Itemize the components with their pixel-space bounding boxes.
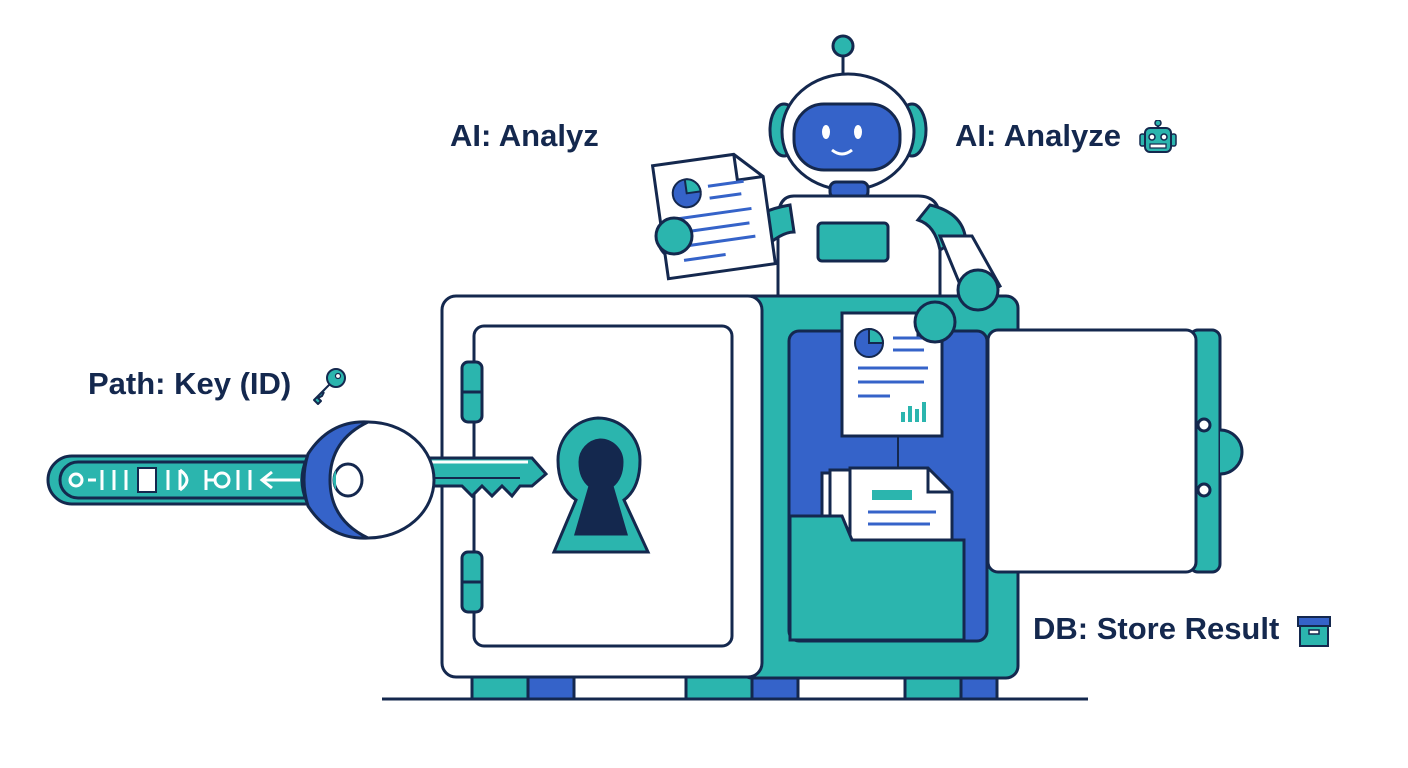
label-ai-analyze-left-text: AI: Analyz	[450, 118, 599, 153]
key-icon	[312, 368, 346, 405]
label-path-key-text: Path: Key (ID)	[88, 366, 292, 402]
stacked-papers	[820, 466, 954, 545]
label-ai-analyze-left: AI: Analyz	[450, 118, 599, 154]
label-db-store-result: DB: Store Result	[1033, 611, 1332, 649]
folder-icon	[788, 514, 966, 642]
robot-icon	[1138, 119, 1177, 153]
label-path-key: Path: Key (ID)	[88, 366, 348, 406]
archive-box-icon	[1296, 615, 1331, 647]
label-ai-analyze-right: AI: Analyze	[955, 118, 1178, 156]
robot	[656, 34, 1003, 344]
label-db-store-result-text: DB: Store Result	[1033, 611, 1280, 646]
key-code-markings	[68, 467, 300, 493]
safe-feet	[470, 675, 999, 701]
key	[46, 420, 549, 540]
safe-right-door	[986, 328, 1244, 574]
report-document-held	[650, 152, 778, 281]
label-ai-analyze-right-text: AI: Analyze	[955, 118, 1121, 153]
keyhole	[551, 416, 651, 554]
